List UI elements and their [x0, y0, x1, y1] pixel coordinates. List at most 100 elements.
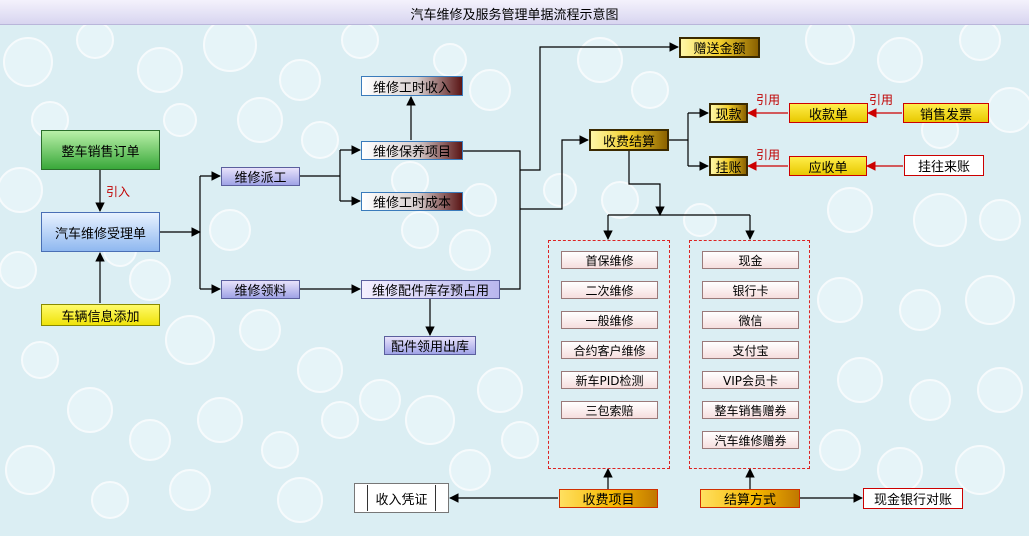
bubble	[165, 315, 215, 365]
bubble	[277, 477, 323, 523]
receipt-voucher-node[interactable]: 收款单	[789, 103, 868, 123]
payment-method-item[interactable]: VIP会员卡	[702, 371, 799, 389]
bubble	[837, 357, 883, 403]
bubble	[279, 59, 321, 101]
account-ledger-label: 挂往来账	[917, 160, 970, 175]
introduce-label: 引入	[106, 185, 131, 199]
fee-settlement-label: 收费结算	[602, 134, 655, 150]
bubble	[129, 419, 171, 461]
diagram-title: 汽车维修及服务管理单据流程示意图	[410, 8, 619, 23]
bubble	[913, 193, 967, 247]
bubble	[631, 71, 669, 109]
bubble	[601, 181, 639, 219]
bubble	[405, 395, 455, 445]
receipt-voucher-label: 收款单	[808, 107, 848, 123]
bubble	[577, 37, 623, 83]
cash-payment-label: 现款	[715, 107, 742, 123]
payment-method-item[interactable]: 整车销售赠券	[702, 401, 799, 419]
bubble	[877, 37, 923, 83]
arrow-settlement-down	[628, 150, 665, 216]
parts-reserved-label: 维修配件库存预占用	[371, 284, 489, 299]
cash-bank-recon-label: 现金银行对账	[873, 493, 952, 508]
bubble	[401, 211, 439, 249]
income-voucher-label: 收入凭证	[375, 492, 428, 508]
bubble	[0, 167, 43, 213]
fee-item[interactable]: 首保维修	[561, 251, 658, 269]
fee-item[interactable]: 二次维修	[561, 281, 658, 299]
repair-dispatch-label: 维修派工	[234, 171, 287, 186]
vehicle-info-add-node[interactable]: 车辆信息添加	[41, 304, 160, 326]
repair-dispatch-node[interactable]: 维修派工	[221, 167, 300, 186]
maintenance-item-label: 维修保养项目	[372, 145, 451, 160]
bubble	[129, 259, 171, 301]
bubble	[543, 173, 577, 207]
payment-method-item[interactable]: 汽车维修赠券	[702, 431, 799, 449]
bubble	[955, 445, 1005, 495]
sales-invoice-node[interactable]: 销售发票	[903, 103, 989, 123]
account-ledger-node[interactable]: 挂往来账	[904, 155, 984, 176]
on-account-node[interactable]: 挂账	[709, 156, 748, 176]
bubble	[137, 47, 183, 93]
bubble	[0, 251, 37, 289]
payment-method-item[interactable]: 微信	[702, 311, 799, 329]
cash-bank-recon-node[interactable]: 现金银行对账	[863, 488, 963, 509]
arrow-merge-to-settlement	[520, 135, 589, 210]
bubble	[449, 449, 491, 491]
bubble	[91, 481, 129, 519]
bubble	[5, 445, 55, 495]
payment-method-group	[689, 240, 810, 469]
bubble	[197, 397, 243, 443]
payment-method-item[interactable]: 现金	[702, 251, 799, 269]
labor-income-label: 维修工时收入	[372, 80, 451, 96]
repair-material-label: 维修领料	[234, 284, 287, 299]
fee-item[interactable]: 新车PID检测	[561, 371, 658, 389]
maintenance-item-node[interactable]: 维修保养项目	[361, 141, 463, 160]
bubble	[3, 37, 53, 87]
vehicle-sales-order-node[interactable]: 整车销售订单	[41, 130, 160, 170]
fee-item[interactable]: 一般维修	[561, 311, 658, 329]
payment-method-item[interactable]: 支付宝	[702, 341, 799, 359]
fee-item[interactable]: 合约客户维修	[561, 341, 658, 359]
receivable-node[interactable]: 应收单	[789, 156, 867, 176]
repair-reception-label: 汽车维修受理单	[54, 226, 146, 242]
reference-label-2: 引用	[869, 93, 894, 107]
on-account-label: 挂账	[715, 160, 742, 176]
bubble	[909, 379, 951, 421]
bubble	[965, 275, 1015, 325]
bubble	[683, 203, 717, 237]
repair-reception-node[interactable]: 汽车维修受理单	[41, 212, 160, 252]
cash-payment-node[interactable]: 现款	[709, 103, 748, 123]
repair-material-node[interactable]: 维修领料	[221, 280, 300, 299]
gift-amount-node[interactable]: 赠送金额	[679, 37, 760, 58]
income-voucher-node[interactable]: 收入凭证	[354, 483, 449, 513]
bubble	[169, 469, 211, 511]
parts-reserved-node[interactable]: 维修配件库存预占用	[361, 280, 500, 299]
labor-income-node[interactable]: 维修工时收入	[361, 76, 463, 96]
settlement-method-label: 结算方式	[723, 493, 776, 508]
bubble	[237, 97, 283, 143]
bubble	[827, 187, 873, 233]
bubble	[67, 387, 113, 433]
receivable-label: 应收单	[808, 160, 848, 176]
payment-method-item[interactable]: 银行卡	[702, 281, 799, 299]
reference-label-3: 引用	[756, 148, 781, 162]
fee-item-group	[548, 240, 670, 469]
reference-label-1: 引用	[756, 93, 781, 107]
bubble	[477, 367, 523, 413]
bubble	[449, 229, 491, 271]
fee-item[interactable]: 三包索赔	[561, 401, 658, 419]
bubble	[21, 341, 59, 379]
gift-amount-label: 赠送金额	[693, 42, 746, 57]
labor-cost-node[interactable]: 维修工时成本	[361, 192, 463, 211]
fee-settlement-node[interactable]: 收费结算	[589, 129, 669, 151]
parts-issue-node[interactable]: 配件领用出库	[384, 336, 476, 355]
bubble	[301, 121, 339, 159]
title-bar: 汽车维修及服务管理单据流程示意图	[0, 0, 1029, 25]
labor-cost-label: 维修工时成本	[372, 196, 451, 211]
arrow-merge-to-gift	[520, 42, 679, 171]
settlement-method-node[interactable]: 结算方式	[700, 489, 800, 508]
fee-items-node[interactable]: 收费项目	[559, 489, 658, 508]
parts-issue-label: 配件领用出库	[390, 340, 469, 355]
vehicle-sales-order-label: 整车销售订单	[61, 144, 140, 160]
